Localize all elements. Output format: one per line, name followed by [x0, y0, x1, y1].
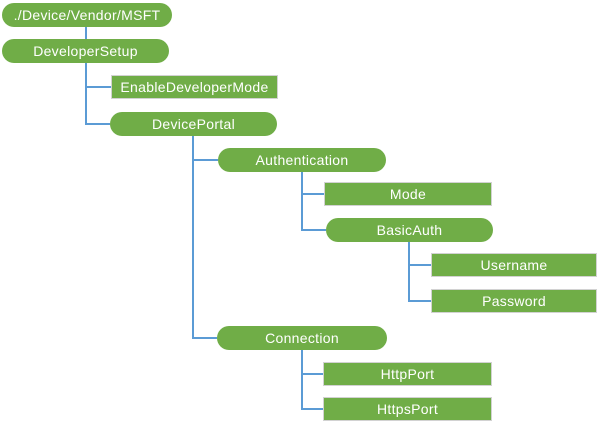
node-password: Password: [431, 289, 597, 313]
node-connection: Connection: [217, 326, 387, 350]
connector-branch-basicauth: [301, 229, 326, 231]
node-httpport: HttpPort: [323, 362, 492, 386]
node-developersetup: DeveloperSetup: [2, 39, 169, 63]
connector-authentication-trunk: [301, 172, 303, 231]
connector-branch-password: [408, 300, 431, 302]
connector-branch-username: [408, 264, 431, 266]
connector-basicauth-trunk: [408, 242, 410, 302]
node-mode: Mode: [324, 182, 492, 206]
connector-branch-enabledevelopermode: [85, 86, 111, 88]
connector-branch-connection: [192, 337, 217, 339]
node-deviceportal: DevicePortal: [110, 112, 277, 136]
node-basicauth: BasicAuth: [326, 218, 493, 242]
connector-deviceportal-trunk: [192, 136, 194, 339]
connector-branch-deviceportal: [85, 123, 110, 125]
connector-branch-httpport: [301, 373, 323, 375]
connector-branch-mode: [301, 193, 324, 195]
node-device-vendor-msft: ./Device/Vendor/MSFT: [2, 3, 172, 27]
connector-connection-trunk: [301, 350, 303, 410]
node-authentication: Authentication: [218, 148, 386, 172]
node-username: Username: [431, 253, 597, 277]
connector-branch-authentication: [192, 159, 218, 161]
node-httpsport: HttpsPort: [323, 397, 492, 421]
connector-root-developersetup: [85, 27, 87, 40]
connector-developersetup-trunk: [85, 62, 87, 125]
node-enabledevelopermode: EnableDeveloperMode: [111, 75, 278, 99]
connector-branch-httpsport: [301, 408, 323, 410]
